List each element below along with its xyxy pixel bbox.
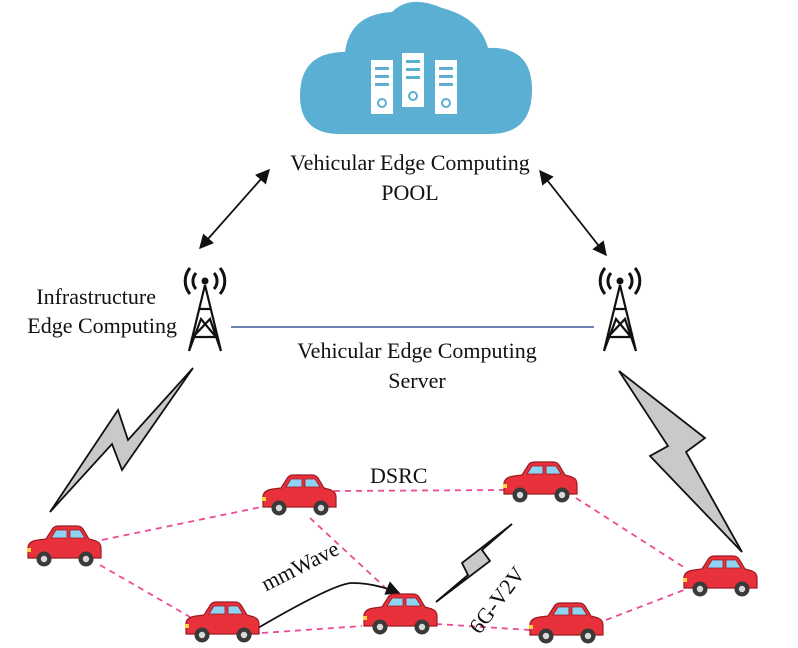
- car-icon: [261, 474, 337, 517]
- car-icon: [26, 525, 102, 568]
- car-icon: [362, 593, 438, 636]
- radio-tower-icon: [598, 266, 642, 353]
- infra-label-line2: Edge Computing: [27, 313, 177, 338]
- server-rack-icon: [370, 52, 458, 115]
- car-icon: [682, 555, 758, 598]
- infra-label-line1: Infrastructure: [36, 284, 156, 309]
- car-icon: [502, 461, 578, 504]
- lightning-bolt-icon: [618, 370, 743, 553]
- pool-label-line2: POOL: [381, 180, 439, 205]
- dsrc-label: DSRC: [370, 463, 428, 488]
- lightning-bolt-icon: [435, 523, 513, 603]
- server-label-line2: Server: [388, 368, 446, 393]
- pool-label-line1: Vehicular Edge Computing: [290, 150, 530, 175]
- server-label-line1: Vehicular Edge Computing: [297, 338, 537, 363]
- radio-tower-icon: [183, 266, 227, 353]
- right-pool-arrow: [539, 169, 607, 257]
- car-icon: [184, 601, 260, 644]
- lightning-bolt-icon: [49, 367, 194, 513]
- car-icon: [528, 602, 604, 645]
- mmwave-arrow: [257, 581, 401, 629]
- dsrc-links: [99, 489, 686, 634]
- left-pool-arrow: [199, 168, 270, 250]
